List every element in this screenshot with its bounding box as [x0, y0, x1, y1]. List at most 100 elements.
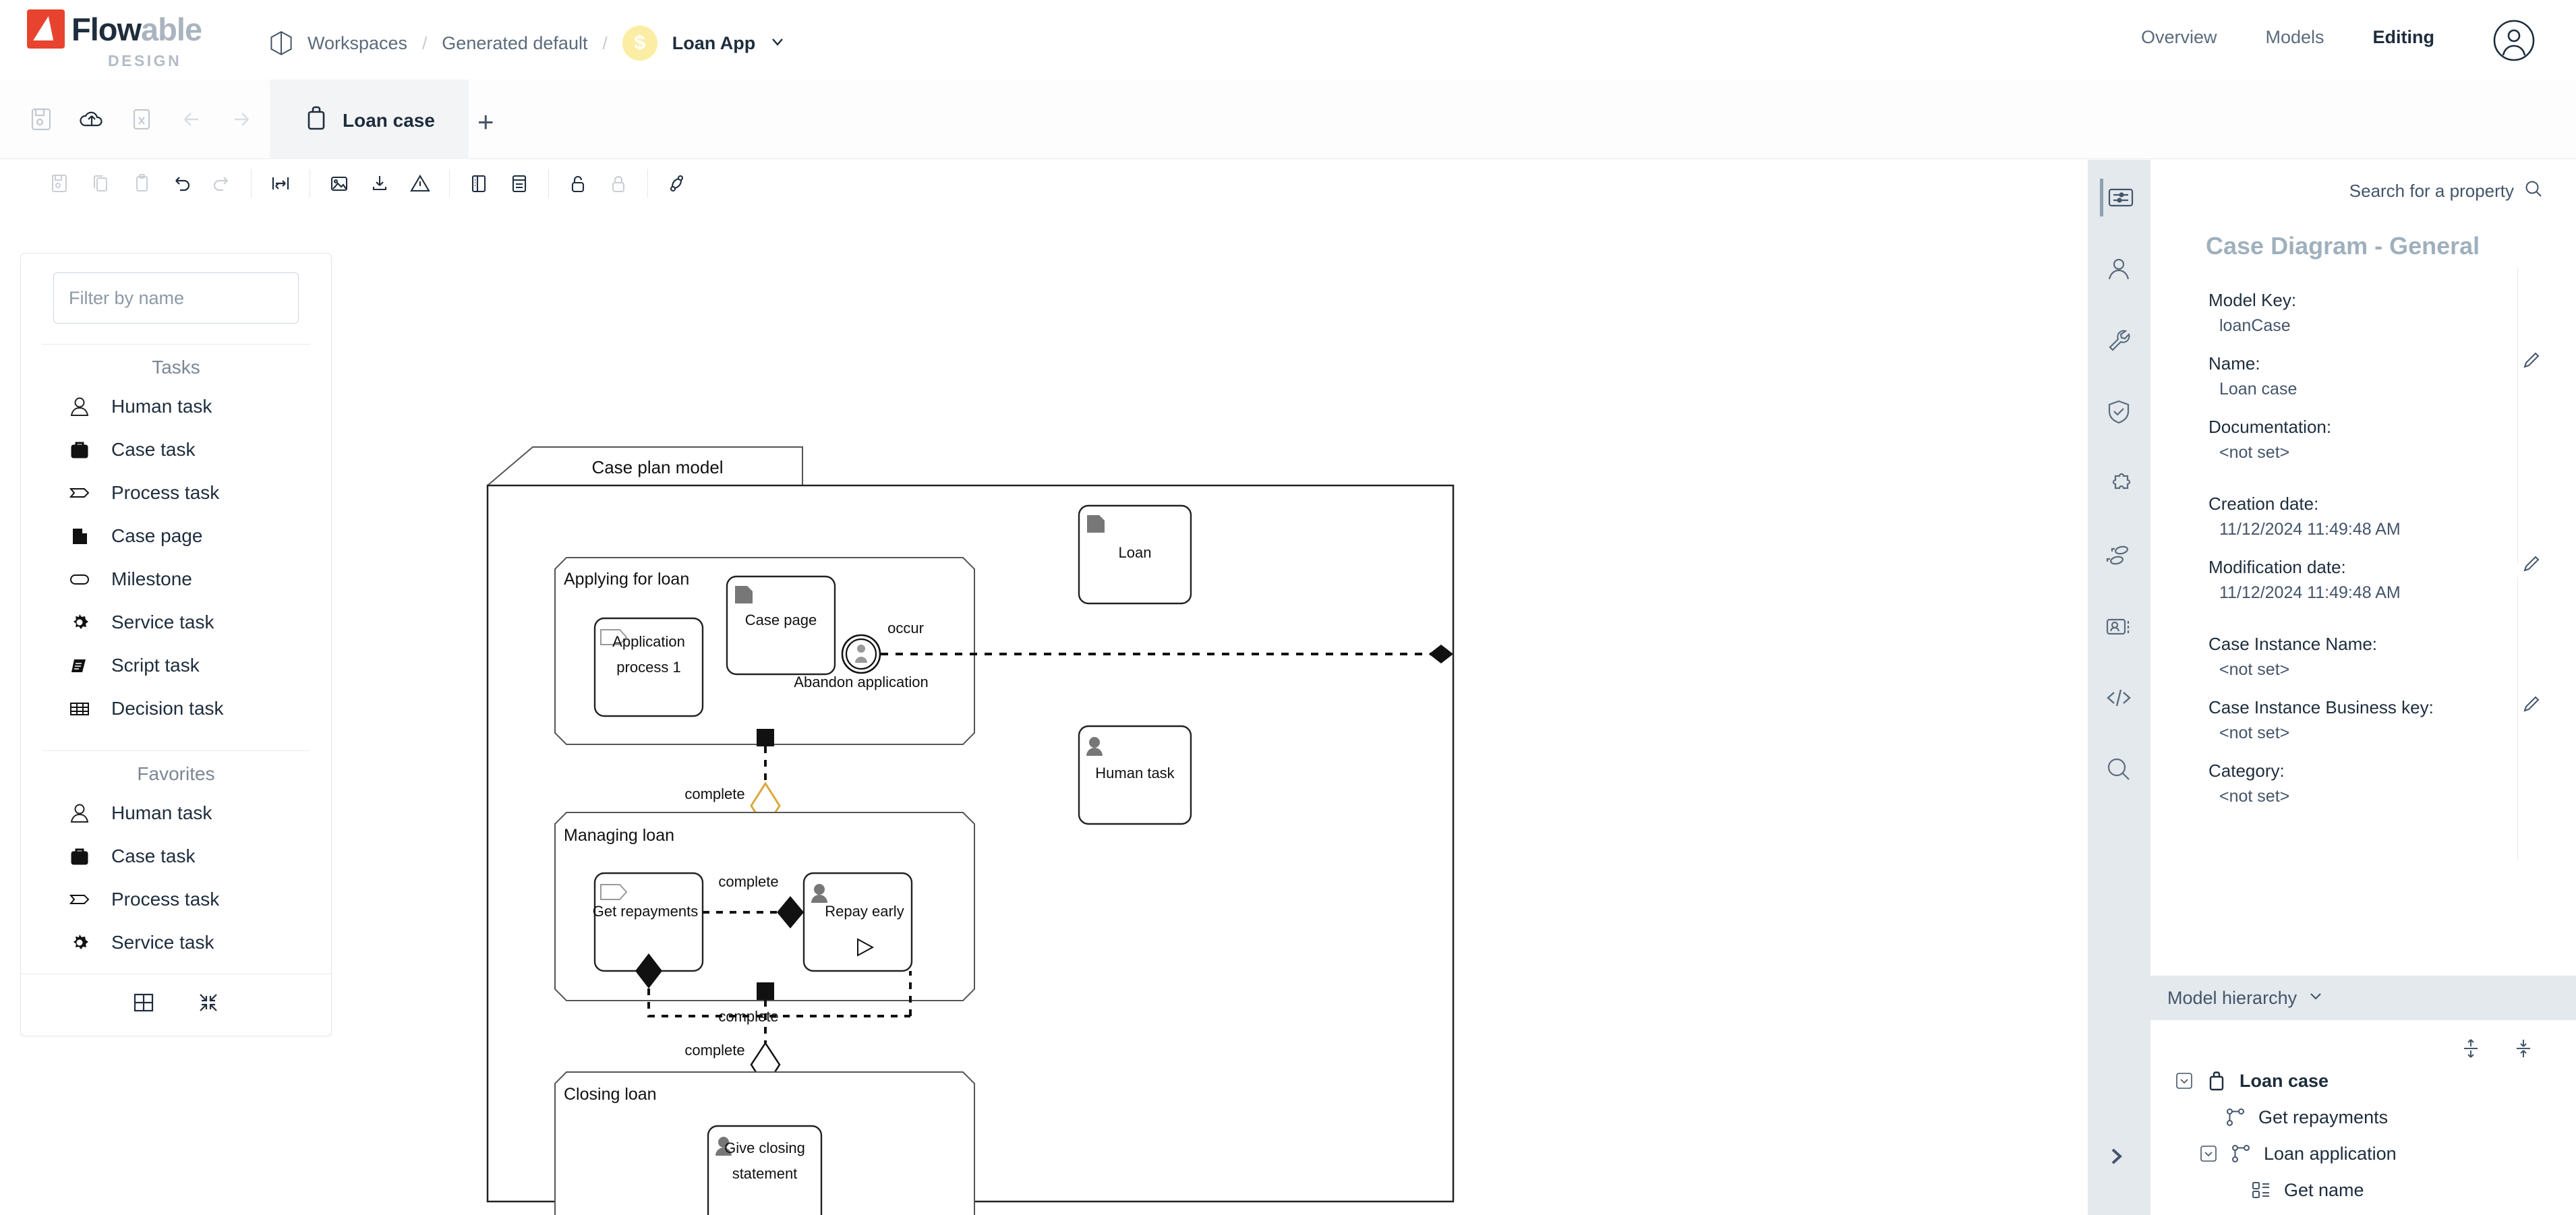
hierarchy-item-label: Get repayments — [2258, 1106, 2389, 1127]
property-row-category: Category: <not set> — [2208, 761, 2576, 806]
collapse-all-icon[interactable] — [2513, 1038, 2534, 1063]
shield-check-icon[interactable] — [2100, 393, 2138, 431]
script-task-icon — [65, 651, 94, 680]
breadcrumb-app-name[interactable]: Loan App — [672, 32, 756, 53]
sync-icon[interactable] — [660, 167, 694, 200]
tab-label: Loan case — [343, 109, 435, 131]
toolbar-group-export — [310, 167, 449, 200]
task-application-process-1-line2: process 1 — [616, 659, 680, 676]
palette-item-script-task[interactable]: Script task — [21, 644, 331, 687]
property-value: <not set> — [2219, 443, 2290, 462]
nav-overview[interactable]: Overview — [2140, 27, 2217, 47]
property-search[interactable]: Search for a property — [2150, 160, 2576, 204]
copy-icon[interactable] — [84, 167, 117, 200]
undo-icon[interactable] — [165, 167, 198, 200]
redo-icon[interactable] — [205, 167, 239, 200]
toolbar-divider-3 — [449, 169, 450, 198]
case-task-icon — [65, 436, 94, 464]
connector-label-complete-3: complete — [718, 1008, 778, 1025]
panel-list-icon[interactable] — [502, 167, 536, 200]
footsteps-icon[interactable] — [2100, 536, 2138, 574]
expand-all-icon[interactable] — [2460, 1038, 2482, 1063]
code-icon[interactable] — [2100, 679, 2138, 717]
hierarchy-item-loan-application[interactable]: Loan application — [2150, 1135, 2576, 1172]
export-x-icon[interactable] — [127, 105, 156, 134]
edit-pencil-icon[interactable] — [2521, 553, 2542, 578]
flowable-logo[interactable]: Flowable DESIGN — [27, 9, 250, 70]
expand-checkbox[interactable] — [2175, 1071, 2194, 1090]
property-row-model-key: Model Key: loanCase — [2208, 290, 2576, 336]
palette-footer — [21, 974, 331, 1036]
palette-item-process-task[interactable]: Process task — [21, 471, 331, 514]
identity-card-icon[interactable] — [2100, 608, 2138, 645]
panel-split-icon[interactable] — [462, 167, 496, 200]
lock-icon[interactable] — [602, 167, 635, 200]
palette-item-service-task[interactable]: Service task — [21, 601, 331, 644]
palette-item-label: Script task — [111, 655, 200, 676]
breadcrumb-workspaces[interactable]: Workspaces — [308, 32, 408, 53]
hierarchy-item-loan-case[interactable]: Loan case — [2150, 1063, 2576, 1099]
user-icon[interactable] — [2100, 250, 2138, 288]
nav-editing[interactable]: Editing — [2372, 27, 2434, 47]
download-icon[interactable] — [363, 167, 397, 200]
palette-filter-input[interactable]: Filter by name — [53, 272, 299, 324]
collapse-icon[interactable] — [195, 989, 222, 1019]
nav-models[interactable]: Models — [2265, 27, 2324, 47]
service-task-icon — [65, 928, 94, 957]
cmmn-diagram[interactable]: Case plan model Applying for loan Applic… — [0, 207, 2023, 1215]
edit-pencil-icon[interactable] — [2521, 349, 2542, 374]
palette-item-milestone[interactable]: Milestone — [21, 558, 331, 601]
favorite-item-human-task[interactable]: Human task — [21, 792, 331, 835]
favorite-item-process-task[interactable]: Process task — [21, 878, 331, 921]
property-label: Documentation: — [2208, 417, 2332, 437]
paste-icon[interactable] — [124, 167, 158, 200]
forward-arrow-icon[interactable] — [227, 105, 256, 134]
model-hierarchy-header[interactable]: Model hierarchy — [2150, 976, 2576, 1020]
hierarchy-item-get-name[interactable]: Get name — [2150, 1172, 2576, 1208]
unlock-icon[interactable] — [561, 167, 595, 200]
expand-checkbox[interactable] — [2199, 1144, 2218, 1163]
tab-loan-case[interactable]: Loan case — [270, 80, 469, 159]
publish-cloud-icon[interactable] — [77, 105, 107, 134]
process-task-icon — [65, 479, 94, 507]
favorite-item-service-task[interactable]: Service task — [21, 921, 331, 964]
logo-text-gray: able — [141, 11, 202, 47]
palette-item-human-task[interactable]: Human task — [21, 385, 331, 428]
palette-item-label: Case page — [111, 525, 203, 546]
chevron-down-icon[interactable] — [2308, 988, 2324, 1009]
align-width-icon[interactable] — [264, 167, 297, 200]
search-icon[interactable] — [2523, 179, 2544, 204]
hierarchy-item-label: Loan case — [2240, 1070, 2329, 1091]
properties-sliders-icon[interactable] — [2100, 179, 2138, 216]
wrench-icon[interactable] — [2100, 322, 2138, 359]
puzzle-icon[interactable] — [2100, 465, 2138, 502]
add-tab-button[interactable]: + — [477, 106, 494, 138]
property-value: 11/12/2024 11:49:48 AM — [2219, 583, 2401, 602]
property-value: <not set> — [2219, 660, 2290, 679]
save-disk-icon[interactable] — [43, 167, 77, 200]
process-task-icon — [65, 885, 94, 914]
warning-icon[interactable] — [403, 167, 437, 200]
palette-item-decision-task[interactable]: Decision task — [21, 687, 331, 730]
search-icon[interactable] — [2100, 750, 2138, 788]
palette-item-case-task[interactable]: Case task — [21, 428, 331, 471]
app-header: Flowable DESIGN Workspaces / Generated d… — [0, 0, 2576, 80]
chevron-right-icon[interactable] — [2103, 1143, 2130, 1173]
save-icon[interactable] — [27, 105, 57, 134]
favorite-item-case-task[interactable]: Case task — [21, 835, 331, 878]
back-arrow-icon[interactable] — [177, 105, 206, 134]
decision-task-icon — [65, 694, 94, 723]
user-circle-icon[interactable] — [2492, 19, 2536, 62]
palette-item-case-page[interactable]: Case page — [21, 514, 331, 558]
diagram-canvas[interactable]: Case plan model Applying for loan Applic… — [0, 207, 2023, 1215]
hierarchy-item-get-repayments[interactable]: Get repayments — [2150, 1099, 2576, 1135]
property-label: Case Instance Name: — [2208, 634, 2378, 654]
image-icon[interactable] — [322, 167, 356, 200]
grid-view-icon[interactable] — [130, 989, 157, 1019]
hierarchy-tools — [2150, 1020, 2576, 1063]
breadcrumb-generated-default[interactable]: Generated default — [442, 32, 588, 53]
top-navigation: Overview Models Editing — [2141, 27, 2434, 48]
chevron-down-icon[interactable] — [770, 33, 785, 54]
stage-closing-loan-label: Closing loan — [564, 1085, 657, 1104]
edit-pencil-icon[interactable] — [2521, 693, 2542, 718]
